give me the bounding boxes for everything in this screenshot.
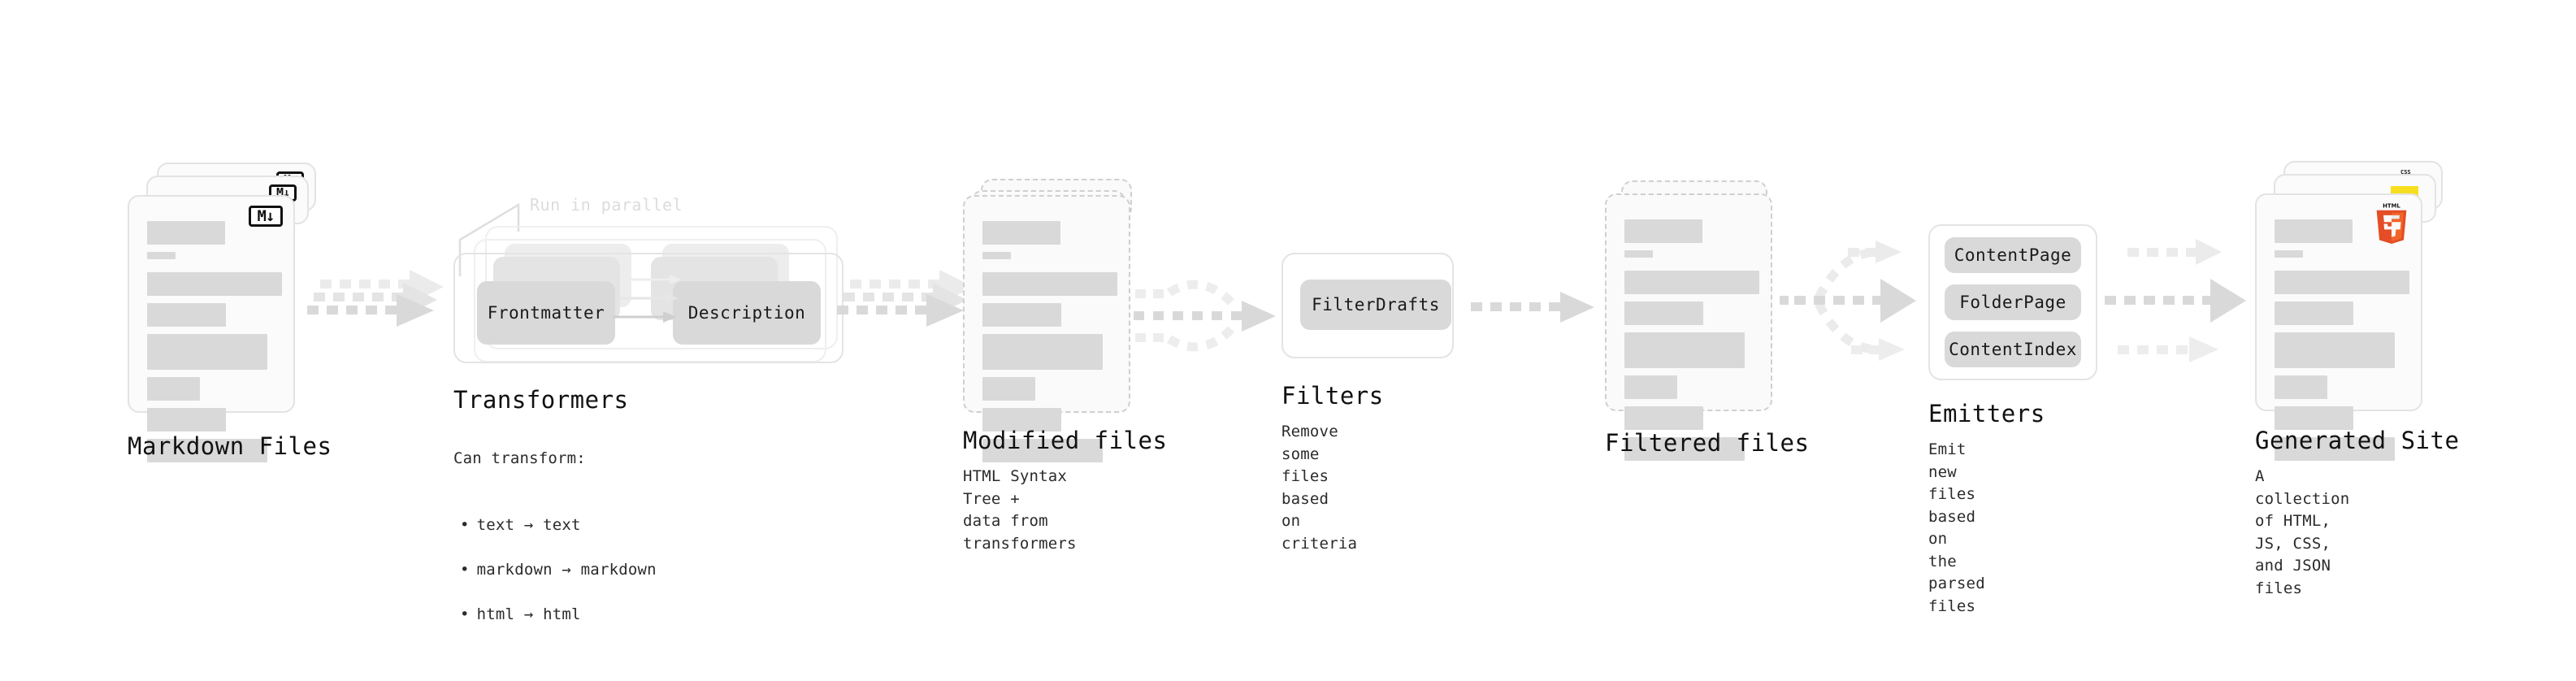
arrow-markdown-to-transformers bbox=[307, 270, 453, 349]
markdown-badge: M↓ bbox=[249, 206, 283, 227]
doc-placeholder-bar bbox=[2275, 271, 2409, 294]
stage-title-emitters: Emitters bbox=[1928, 400, 2045, 427]
doc-placeholder-bar bbox=[2275, 406, 2353, 430]
stage-subtitle-emitters: Emit new files based on the parsed files bbox=[1928, 440, 1985, 615]
filter-pill-filterdrafts[interactable]: FilterDrafts bbox=[1300, 280, 1451, 330]
doc-placeholder-lines bbox=[1624, 219, 1759, 468]
run-in-parallel-label: Run in parallel bbox=[530, 195, 683, 215]
doc-placeholder-bar bbox=[982, 408, 1061, 432]
doc-placeholder-bar bbox=[982, 272, 1117, 296]
transformers-bullet: html → html bbox=[453, 604, 657, 627]
stage-subtitle-filters: Remove some files based on criteria bbox=[1281, 423, 1358, 553]
doc-placeholder-bar bbox=[2275, 219, 2353, 243]
arrow-transformers-to-modified bbox=[837, 270, 983, 349]
transformers-bullet: markdown → markdown bbox=[453, 559, 657, 582]
stage-subtitle-transformers: Can transform: text → text markdown → ma… bbox=[453, 425, 657, 671]
doc-placeholder-bar bbox=[2275, 332, 2395, 368]
doc-placeholder-bar bbox=[2275, 250, 2303, 258]
modified-card-front bbox=[963, 195, 1130, 462]
svg-text:HTML: HTML bbox=[2383, 203, 2400, 210]
doc-placeholder-bar bbox=[1624, 332, 1745, 368]
doc-placeholder-bar bbox=[982, 377, 1035, 401]
transformers-bullet-list: text → text markdown → markdown html → h… bbox=[453, 492, 657, 649]
arrow-filtered-to-emitters bbox=[1780, 234, 1930, 368]
stage-subtitle-generated-site: A collection of HTML, JS, CSS, and JSON … bbox=[2255, 467, 2350, 597]
transformers-subtitle-lead: Can transform: bbox=[453, 449, 586, 467]
doc-placeholder-bar bbox=[1624, 437, 1745, 461]
stage-subtitle-modified-files: HTML Syntax Tree + data from transformer… bbox=[963, 467, 1077, 553]
doc-placeholder-bar bbox=[1624, 301, 1703, 325]
doc-placeholder-bar bbox=[982, 439, 1103, 462]
doc-placeholder-bar bbox=[2275, 437, 2395, 461]
emitter-pill-contentindex[interactable]: ContentIndex bbox=[1945, 332, 2081, 367]
doc-placeholder-bar bbox=[1624, 406, 1703, 430]
doc-placeholder-bar bbox=[147, 303, 226, 327]
doc-placeholder-bar bbox=[1624, 250, 1653, 258]
arrow-modified-to-filters bbox=[1134, 270, 1284, 359]
doc-placeholder-lines bbox=[147, 221, 282, 470]
stage-title-modified-files: Modified files bbox=[963, 427, 1168, 454]
emitter-pill-contentpage[interactable]: ContentPage bbox=[1945, 237, 2081, 273]
doc-placeholder-bar bbox=[1624, 219, 1702, 243]
doc-placeholder-bar bbox=[147, 252, 176, 259]
doc-placeholder-bar bbox=[147, 439, 267, 462]
filtered-card-front bbox=[1605, 193, 1772, 461]
doc-placeholder-bar bbox=[982, 252, 1011, 259]
doc-placeholder-bar bbox=[2275, 301, 2353, 325]
site-card-front: HTML bbox=[2255, 193, 2422, 461]
doc-placeholder-bar bbox=[982, 303, 1061, 327]
stage-title-generated-site: Generated Site bbox=[2255, 427, 2460, 454]
transformers-bullet: text → text bbox=[453, 514, 657, 537]
doc-placeholder-bar bbox=[147, 408, 226, 432]
arrow-filters-to-filtered bbox=[1471, 289, 1601, 338]
doc-placeholder-lines bbox=[982, 221, 1117, 470]
doc-placeholder-bar bbox=[147, 334, 267, 370]
emitter-pill-folderpage[interactable]: FolderPage bbox=[1945, 284, 2081, 320]
stage-title-filters: Filters bbox=[1281, 382, 1384, 410]
transformer-pill-description[interactable]: Description bbox=[673, 281, 821, 345]
arrow-emitters-to-site bbox=[2105, 234, 2267, 368]
doc-placeholder-bar bbox=[982, 334, 1103, 370]
html5-badge: HTML bbox=[2376, 203, 2407, 244]
doc-placeholder-bar bbox=[147, 377, 200, 401]
doc-placeholder-bar bbox=[1624, 375, 1677, 399]
doc-placeholder-lines bbox=[2275, 219, 2409, 468]
transformer-pill-frontmatter[interactable]: Frontmatter bbox=[477, 281, 615, 345]
doc-placeholder-bar bbox=[147, 272, 282, 296]
doc-placeholder-bar bbox=[2275, 375, 2327, 399]
stage-title-markdown-files: Markdown Files bbox=[128, 432, 332, 460]
doc-placeholder-bar bbox=[147, 221, 225, 245]
doc-placeholder-bar bbox=[982, 221, 1060, 245]
markdown-card-front: M↓ bbox=[128, 195, 295, 462]
doc-placeholder-bar bbox=[1624, 271, 1759, 294]
stage-title-transformers: Transformers bbox=[453, 386, 629, 414]
transformer-inner-arrows bbox=[613, 275, 681, 323]
stage-title-filtered-files: Filtered files bbox=[1605, 429, 1810, 457]
